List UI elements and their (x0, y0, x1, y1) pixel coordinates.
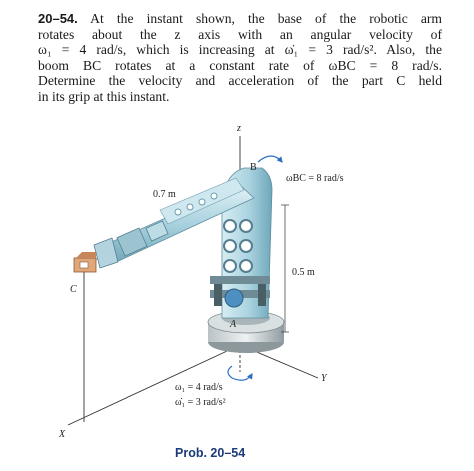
figure-caption: Prob. 20–54 (175, 446, 245, 460)
robot-boom (93, 177, 255, 269)
problem-line-4: boom BC rotates at a constant rate of ωB… (38, 57, 442, 73)
problem-line-1: 20–54. At the instant shown, the base of… (38, 11, 442, 26)
x-axis-line (67, 344, 241, 426)
robot-gripper (73, 252, 97, 273)
point-a-label: A (229, 319, 237, 330)
omega-bc-arrow (257, 155, 283, 163)
omega-1-dot-label: ω̇₁ = 3 rad/s² (175, 397, 226, 408)
z-axis-label: z (236, 123, 241, 134)
problem-number: 20–54. (38, 11, 78, 26)
omega-1-label: ω₁ = 4 rad/s (175, 382, 223, 393)
problem-statement: 20–54. At the instant shown, the base of… (38, 11, 442, 105)
omega-bc-label: ωBC = 8 rad/s (286, 173, 344, 184)
length-bc-label: 0.7 m (153, 189, 176, 200)
problem-line-5: Determine the velocity and acceleration … (38, 73, 442, 89)
problem-line-6: in its grip at this instant. (38, 88, 170, 104)
omega-1-arrow (227, 365, 253, 381)
length-ab-label: 0.5 m (292, 267, 315, 278)
point-b-label: B (250, 162, 257, 173)
x-axis-label: X (58, 429, 66, 440)
problem-line-3: ω₁ = 4 rad/s, which is increasing at ω̇₁… (38, 42, 442, 58)
y-axis-label: Y (321, 373, 328, 384)
point-c-label: C (70, 284, 77, 295)
problem-line-2: rotates about the z axis with an angular… (38, 26, 442, 42)
